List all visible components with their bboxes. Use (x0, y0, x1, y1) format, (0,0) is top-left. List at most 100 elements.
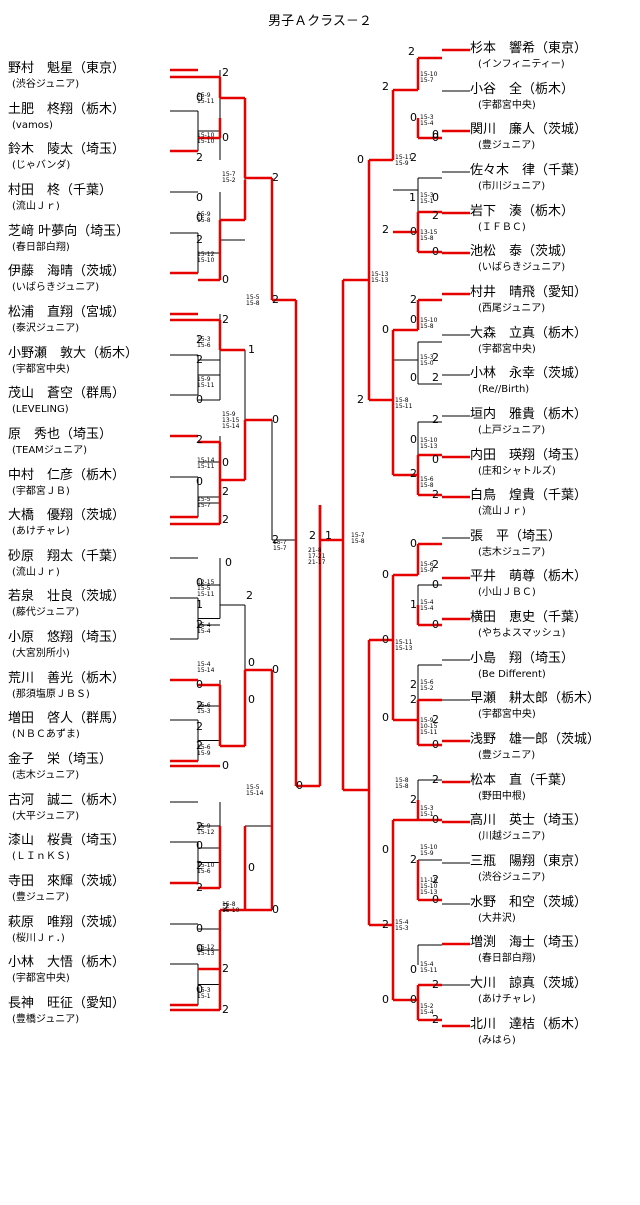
round-result: 0 (382, 633, 389, 646)
player-club: (西尾ジュニア) (478, 303, 546, 314)
round-result: 2 (222, 1003, 229, 1016)
player-name: 横田 恵史（千葉） (470, 610, 588, 625)
player-club: (ＮＢＣあずま) (12, 729, 80, 740)
player-name: 原 秀也（埼玉） (8, 427, 113, 442)
round-result: 0 (432, 618, 439, 631)
round-result: 1 (409, 191, 416, 204)
round-result: 2 (222, 485, 229, 498)
round-result: 2 (410, 793, 417, 806)
round-result: 2 (432, 773, 439, 786)
player-club: (じゃバンダ) (12, 160, 71, 171)
round-result: 2 (196, 233, 203, 246)
round-result: 0 (432, 191, 439, 204)
player-club: (上戸ジュニア) (478, 425, 546, 436)
player-name: 荒川 善光（栃木） (8, 671, 126, 686)
player-name: 寺田 來輝（茨城） (8, 874, 126, 889)
round-result: 2 (408, 45, 415, 58)
player-club: (宇都宮中央) (12, 364, 70, 375)
round-result: 0 (410, 225, 417, 238)
round-result: 2 (196, 739, 203, 752)
round-result: 2 (222, 901, 229, 914)
player-name: 増田 啓人（群馬） (8, 711, 126, 726)
round-result: 2 (196, 720, 203, 733)
match-score: 15-11 15-13 (395, 639, 413, 652)
round-result: 0 (272, 413, 279, 426)
round-result: 0 (248, 656, 255, 669)
match-score: 15-7 15-2 (222, 171, 236, 184)
player-name: 中村 仁彦（栃木） (8, 468, 126, 483)
player-name: 小谷 全（栃木） (470, 82, 575, 97)
round-result: 0 (196, 576, 203, 589)
player-club: (志木ジュニア) (478, 547, 546, 558)
round-result: 0 (382, 711, 389, 724)
match-score: 15-3 15-0 (420, 354, 434, 367)
player-name: 松浦 直翔（宮城） (8, 305, 126, 320)
round-result: 2 (222, 66, 229, 79)
match-score: 15-7 15-7 (273, 539, 287, 552)
round-result: 0 (410, 537, 417, 550)
match-score: 15-4 15-4 (420, 599, 434, 612)
player-name: 大橋 優翔（茨城） (8, 508, 126, 523)
player-name: 鈴木 陵太（埼玉） (8, 142, 126, 157)
match-score: 15-8 15-8 (395, 777, 409, 790)
round-result: 0 (357, 153, 364, 166)
player-club: (インフィニティー) (478, 59, 565, 70)
round-result: 0 (222, 759, 229, 772)
round-result: 2 (196, 881, 203, 894)
player-name: 伊藤 海晴（茨城） (8, 264, 126, 279)
player-name: 土肥 柊翔（栃木） (8, 102, 126, 117)
match-score: 15-3 15-1 (420, 192, 434, 205)
player-name: 芝﨑 叶夢向（埼玉） (8, 224, 130, 239)
round-result: 2 (246, 589, 253, 602)
final-result-left: 2 (309, 529, 316, 542)
round-result: 0 (225, 556, 232, 569)
round-result: 0 (410, 993, 417, 1006)
player-name: 松本 直（千葉） (470, 773, 575, 788)
round-result: 0 (272, 903, 279, 916)
player-name: 関川 廉人（茨城） (470, 122, 588, 137)
round-result: 2 (410, 853, 417, 866)
player-name: 小原 悠翔（埼玉） (8, 630, 126, 645)
match-score: 15-3 15-1 (197, 987, 211, 1000)
match-score: 15-4 15-11 (420, 961, 438, 974)
round-result: 0 (410, 433, 417, 446)
round-result: 2 (196, 859, 203, 872)
player-club: (庄和シャトルズ) (478, 466, 556, 477)
match-score: 15-10 15-13 (420, 437, 438, 450)
player-club: (LEVELING) (12, 404, 69, 415)
round-result: 0 (432, 131, 439, 144)
match-score: 15-10 15-10 (197, 132, 215, 145)
player-club: (ＬＩｎＫＳ) (12, 851, 70, 862)
player-name: 砂原 翔太（千葉） (8, 549, 126, 564)
player-name: 高川 英士（埼玉） (470, 813, 588, 828)
round-result: 2 (432, 351, 439, 364)
round-result: 0 (432, 245, 439, 258)
round-result: 2 (382, 80, 389, 93)
player-club: (市川ジュニア) (478, 181, 546, 192)
player-name: 村井 晴飛（愛知） (470, 285, 588, 300)
round-result: 2 (196, 618, 203, 631)
match-score: 12-15 15-5 15-11 (197, 579, 215, 598)
player-club: (川越ジュニア) (478, 831, 546, 842)
match-score: 15-13 15-13 (371, 271, 389, 284)
player-name: 村田 柊（千葉） (8, 183, 113, 198)
player-club: (宇都宮中央) (478, 344, 536, 355)
player-club: (春日部白翔) (12, 242, 70, 253)
player-club: (泰沢ジュニア) (12, 323, 80, 334)
player-club: (TEAMジュニア) (12, 445, 87, 456)
round-result: 0 (196, 678, 203, 691)
round-result: 0 (410, 111, 417, 124)
match-score: 15-9 15-8 (197, 211, 211, 224)
player-club: (藤代ジュニア) (12, 607, 80, 618)
match-score: 15-6 15-8 (420, 476, 434, 489)
match-score: 15-10 15-6 (197, 862, 215, 875)
match-score: 15-10 15-7 (420, 71, 438, 84)
player-club: (桜川Ｊｒ．) (12, 933, 65, 944)
match-score: 15-8 15-11 (395, 397, 413, 410)
round-result: 2 (410, 678, 417, 691)
round-result: 0 (432, 813, 439, 826)
player-name: 古河 誠二（栃木） (8, 793, 126, 808)
player-club: (豊橋ジュニア) (12, 1014, 80, 1025)
player-club: (みはら) (478, 1035, 516, 1046)
player-club: (大井沢) (478, 913, 516, 924)
